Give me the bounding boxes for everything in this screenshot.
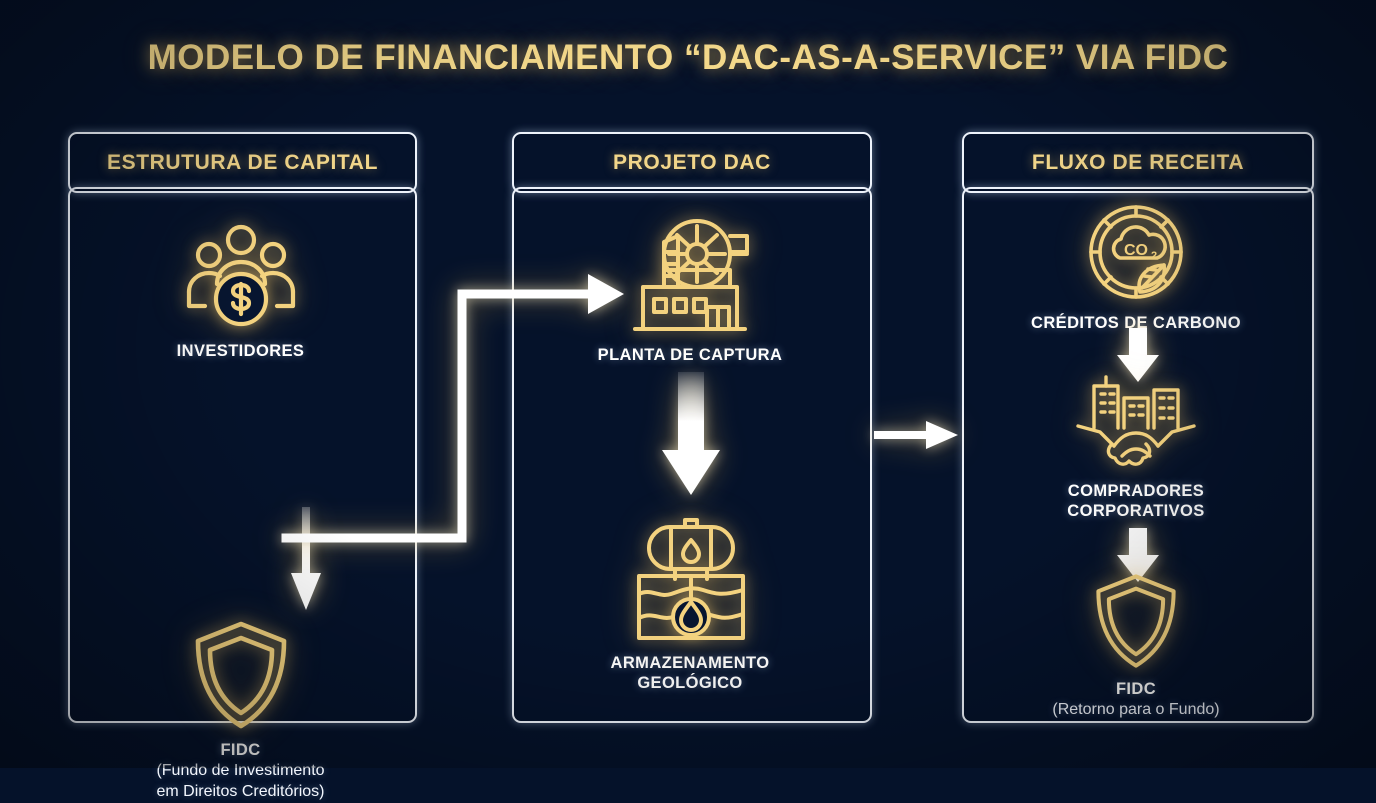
- node-fidc-retorno-label: FIDC: [1115, 680, 1157, 698]
- panel-3-header-label: FLUXO DE RECEITA: [1031, 150, 1245, 174]
- panel-2-header-label: PROJETO DAC: [613, 150, 771, 174]
- node-investidores: INVESTIDORES: [68, 220, 413, 361]
- node-fidc-capital-label: FIDC: [220, 741, 261, 759]
- fidc-to-capture-plant-arrow: [281, 274, 631, 552]
- capture-plant-to-storage-arrow: [660, 372, 722, 497]
- co2-credit-circle-icon: CO 2: [962, 200, 1310, 304]
- node-planta-de-captura-label: PLANTA DE CAPTURA: [597, 346, 783, 364]
- panel-1-body: [68, 187, 417, 723]
- node-fidc-capital: FIDC (Fundo de Investimento em Direitos …: [68, 619, 413, 803]
- handshake-buildings-icon: [962, 370, 1310, 472]
- node-compradores-corporativos: COMPRADORES CORPORATIVOS: [962, 370, 1310, 521]
- geological-storage-icon: [512, 514, 868, 644]
- panel-1-header-label: ESTRUTURA DE CAPITAL: [107, 150, 378, 174]
- node-fidc-retorno-sub: (Retorno para o Fundo): [1052, 701, 1220, 719]
- panel-2-header: PROJETO DAC: [512, 132, 872, 193]
- buyers-to-fidc-arrow: [1114, 528, 1162, 584]
- shield-icon: [68, 619, 413, 731]
- panel-fluxo-de-receita: FLUXO DE RECEITA CO 2 CRÉDITOS DE CARBON…: [962, 132, 1314, 723]
- node-compradores-corporativos-label: COMPRADORES CORPORATIVOS: [1067, 482, 1205, 521]
- capture-plant-fan-icon: [512, 214, 868, 336]
- credits-to-buyers-arrow: [1114, 328, 1162, 384]
- shield-icon: [962, 572, 1310, 670]
- page-title: MODELO DE FINANCIAMENTO “DAC-AS-A-SERVIC…: [147, 38, 1229, 77]
- panel-3-header: FLUXO DE RECEITA: [962, 132, 1314, 193]
- node-fidc-retorno: FIDC (Retorno para o Fundo): [962, 572, 1310, 721]
- panel-3-body: [962, 187, 1314, 723]
- panel-projeto-dac: PROJETO DAC: [512, 132, 872, 723]
- node-planta-de-captura: PLANTA DE CAPTURA: [512, 214, 868, 365]
- panel-2-body: [512, 187, 872, 723]
- node-creditos-de-carbono: CO 2 CRÉDITOS DE CARBONO: [962, 200, 1310, 333]
- node-armazenamento-geologico: ARMAZENAMENTO GEOLÓGICO: [512, 514, 868, 693]
- investors-to-fidc-arrow: [290, 507, 322, 612]
- panel-estrutura-de-capital: ESTRUTURA DE CAPITAL INVESTIDOR: [68, 132, 417, 800]
- svg-text:CO: CO: [1124, 242, 1148, 259]
- node-investidores-label: INVESTIDORES: [176, 342, 305, 360]
- project-to-revenue-arrow: [874, 421, 960, 449]
- node-fidc-capital-sub: (Fundo de Investimento em Direitos Credi…: [156, 762, 325, 800]
- node-armazenamento-geologico-label: ARMAZENAMENTO GEOLÓGICO: [610, 654, 770, 693]
- node-creditos-de-carbono-label: CRÉDITOS DE CARBONO: [1031, 314, 1241, 332]
- panel-1-header: ESTRUTURA DE CAPITAL: [68, 132, 417, 193]
- investors-group-dollar-icon: [68, 220, 413, 332]
- svg-text:2: 2: [1151, 250, 1157, 262]
